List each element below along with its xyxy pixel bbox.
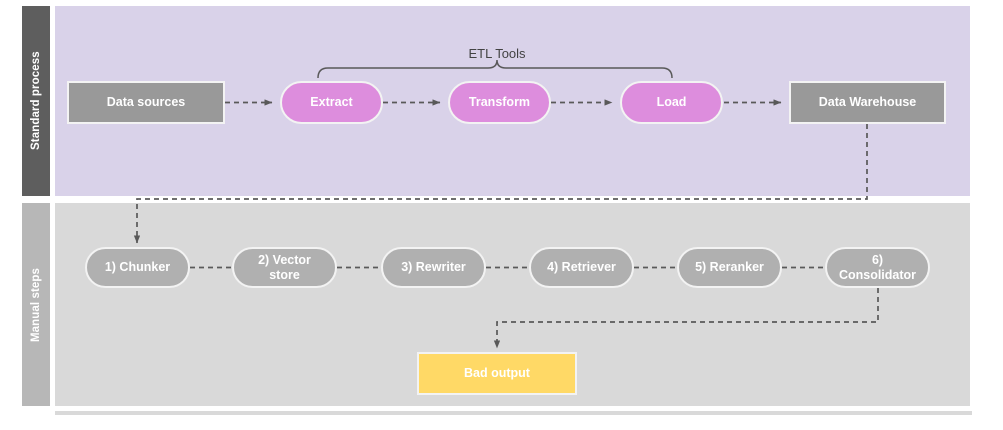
node-extract[interactable]: Extract [280,81,383,124]
node-rewriter[interactable]: 3) Rewriter [381,247,486,288]
node-vector-store[interactable]: 2) Vector store [232,247,337,288]
node-retriever-label: 4) Retriever [547,260,616,275]
node-transform[interactable]: Transform [448,81,551,124]
node-data-sources-label: Data sources [106,95,186,110]
node-vector-store-label: 2) Vector store [258,253,311,282]
node-retriever[interactable]: 4) Retriever [529,247,634,288]
node-extract-label: Extract [310,95,353,110]
node-reranker-label: 5) Reranker [695,260,764,275]
etl-tools-bracket [317,59,673,79]
node-load-label: Load [656,95,687,110]
node-data-warehouse[interactable]: Data Warehouse [789,81,946,124]
node-bad-output-label: Bad output [464,366,530,381]
connector-data-warehouse-to-chunker [133,124,868,244]
node-consolidator[interactable]: 6) Consolidator [825,247,930,288]
node-chunker-label: 1) Chunker [104,260,171,275]
node-transform-label: Transform [468,95,531,110]
node-bad-output[interactable]: Bad output [417,352,577,395]
bottom-divider-rule [55,411,972,415]
node-reranker[interactable]: 5) Reranker [677,247,782,288]
node-load[interactable]: Load [620,81,723,124]
node-chunker[interactable]: 1) Chunker [85,247,190,288]
connector-consolidator-to-bad-output [493,288,879,349]
node-rewriter-label: 3) Rewriter [401,260,466,275]
etl-tools-label: ETL Tools [468,46,526,61]
node-data-sources[interactable]: Data sources [67,81,225,124]
node-data-warehouse-label: Data Warehouse [818,95,917,110]
node-consolidator-label: 6) Consolidator [838,253,917,282]
